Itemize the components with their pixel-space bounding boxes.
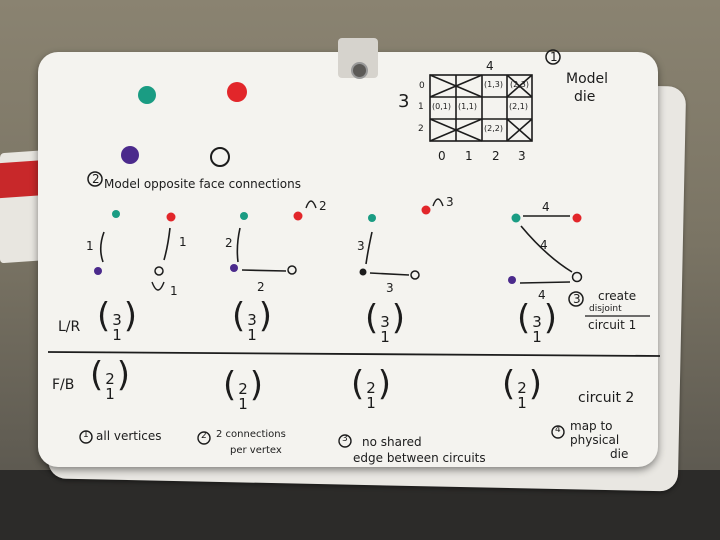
d3-edge-a: 3 — [357, 239, 365, 253]
grid-col-label-0: 0 — [438, 149, 446, 163]
d3-loop: 3 — [446, 195, 454, 209]
grid-row-label-2: 2 — [418, 124, 424, 134]
step2-number: 2 — [92, 172, 100, 186]
d1-loop: 1 — [170, 284, 178, 298]
rule1-text: all vertices — [96, 429, 162, 443]
grid-cell-1-1: (1,1) — [458, 102, 477, 111]
step2-label: Model opposite face connections — [104, 177, 301, 191]
step3-label-3: circuit 1 — [588, 318, 637, 332]
step3-circle — [568, 291, 584, 307]
grid-cell-2-3: (2,3) — [510, 80, 529, 89]
rule2-text-2: per vertex — [230, 445, 282, 456]
step2-circle — [87, 171, 103, 187]
step1-circle — [545, 49, 561, 65]
d4-edge-b: 4 — [540, 238, 548, 252]
rule4-text-2: physical — [570, 433, 620, 447]
rule4-number: 4 — [555, 425, 561, 435]
grid-row-label-1: 1 — [418, 102, 424, 112]
rule1-circle — [79, 430, 93, 444]
diagram-2-shapes — [230, 200, 317, 275]
d2-loop: 2 — [319, 199, 327, 213]
d4-edge-a: 4 — [542, 200, 550, 214]
d2-edge-b: 2 — [257, 280, 265, 294]
d2-edge-a: 2 — [225, 236, 233, 250]
rule2-circle — [197, 431, 211, 445]
step1-number: 1 — [550, 50, 558, 64]
grid-row-label-0: 0 — [419, 81, 425, 91]
board-clip-screw — [351, 62, 368, 79]
d1-edge-b: 1 — [179, 235, 187, 249]
teal-dot-large — [138, 86, 156, 104]
step1-label: Model — [566, 71, 609, 87]
rule4-text-3: die — [610, 447, 629, 461]
d1-edge-a: 1 — [86, 239, 94, 253]
row-divider — [47, 351, 661, 357]
grid-top-label: 4 — [486, 59, 494, 73]
diagram-1-shapes — [94, 210, 176, 291]
step3-number: 3 — [573, 292, 581, 306]
grid-cell-2-2: (2,2) — [484, 124, 503, 133]
rule2-number: 2 — [201, 431, 207, 441]
fb-label: F/B — [52, 377, 75, 393]
rule3-number: 3 — [342, 434, 348, 444]
grid-left-label: 3 — [398, 91, 410, 112]
die-grid — [429, 74, 533, 142]
circuit2-label: circuit 2 — [578, 390, 635, 406]
grid-col-label-2: 2 — [492, 149, 500, 163]
step3-label-2: disjoint — [589, 304, 622, 314]
lr-label: L/R — [58, 319, 81, 335]
rule4-text: map to — [570, 419, 613, 433]
rule4-circle — [551, 425, 565, 439]
diagram-4-shapes — [508, 213, 583, 284]
purple-dot-large — [121, 146, 139, 164]
grid-cell-1-3: (1,3) — [484, 80, 503, 89]
d4-edge-c: 4 — [538, 288, 546, 302]
diagram-3-shapes — [359, 198, 444, 280]
grid-cell-0-1: (0,1) — [432, 102, 451, 111]
rule3-text: no shared — [362, 435, 422, 449]
step1-label-2: die — [574, 89, 596, 105]
step3-label: create — [598, 289, 637, 303]
rule3-text-2: edge between circuits — [353, 451, 486, 465]
rule3-circle — [338, 434, 352, 448]
grid-col-label-1: 1 — [465, 149, 473, 163]
empty-dot-large — [210, 147, 230, 167]
grid-cell-2-1: (2,1) — [509, 102, 528, 111]
rule1-number: 1 — [83, 430, 89, 440]
grid-col-label-3: 3 — [518, 149, 526, 163]
rule2-text: 2 connections — [216, 429, 286, 440]
d3-edge-b: 3 — [386, 281, 394, 295]
red-dot-large — [227, 82, 247, 102]
